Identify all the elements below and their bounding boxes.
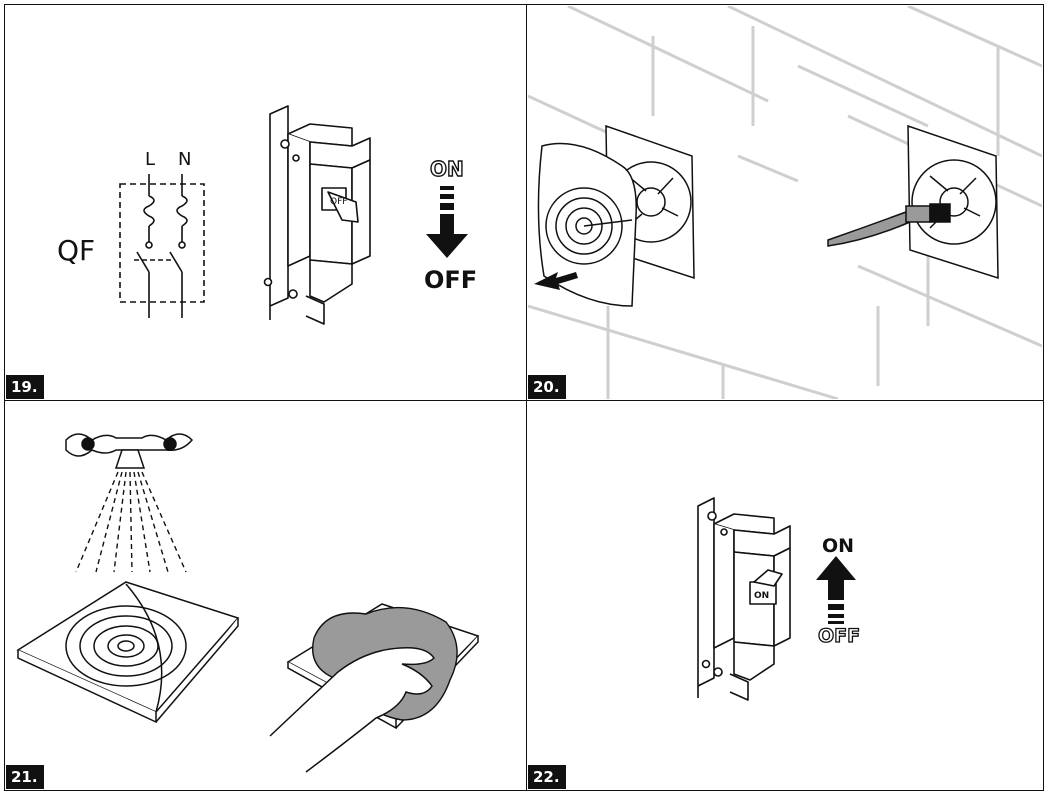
breaker-device-on [698, 498, 790, 700]
fan-washing-illustration [6, 402, 525, 789]
mounting-plate-right [908, 126, 998, 278]
step-number-21: 21. [6, 765, 44, 789]
breaker-device [265, 106, 371, 324]
panel-22: ON ON OFF 22. [528, 402, 1042, 789]
panel-divider-vertical [526, 4, 527, 791]
arrow-up-to-on [816, 556, 856, 624]
panel-19: QF L N [6, 6, 525, 399]
faucet [66, 434, 192, 468]
panel-21: 21. [6, 402, 525, 789]
water-spray [76, 472, 186, 572]
panel-divider-horizontal [4, 400, 1044, 401]
breaker-on-illustration: ON ON OFF [528, 402, 1042, 789]
step-number-20: 20. [528, 375, 566, 399]
label-on-outline: ON [430, 157, 464, 181]
circuit-breaker-diagram: OFF ON OFF [6, 6, 525, 399]
step-number-22: 22. [528, 765, 566, 789]
panel-20: 20. [528, 6, 1042, 399]
arrow-down-to-off [426, 186, 468, 258]
breaker-switch-text: OFF [330, 197, 347, 207]
qf-schematic [120, 174, 204, 318]
breaker-switch-on-text: ON [754, 591, 769, 601]
label-on: ON [822, 535, 854, 557]
label-off: OFF [424, 266, 477, 294]
fan-front-panel [18, 582, 238, 722]
step-number-19: 19. [6, 375, 44, 399]
fan-removal-illustration [528, 6, 1042, 399]
label-off-outline: OFF [818, 625, 860, 647]
